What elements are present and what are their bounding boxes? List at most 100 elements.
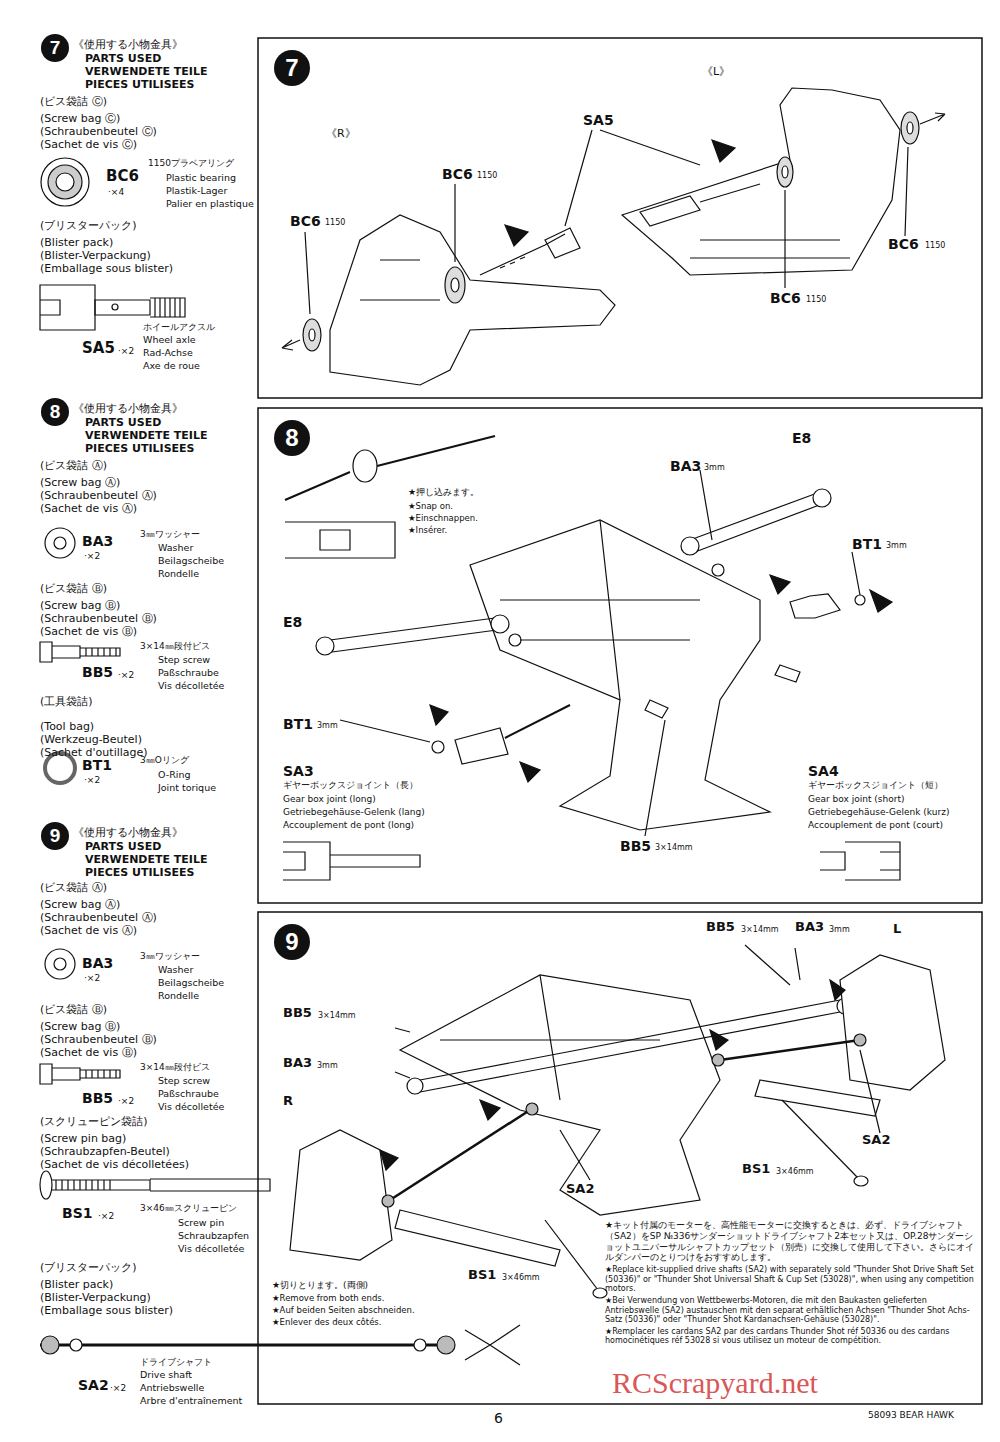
label-text: (Screw bag Ⓑ)	[40, 1021, 120, 1034]
part-code: L	[893, 922, 901, 937]
label-text: (Sachet de vis Ⓐ)	[40, 503, 137, 516]
note-text: ★Replace kit-supplied drive shafts (SA2)…	[605, 1265, 977, 1294]
part-code: BA3	[670, 458, 701, 474]
label-text: (ブリスターパック)	[40, 220, 137, 233]
part-code: BB5	[620, 838, 651, 854]
note-text: ★キット付属のモーターを、高性能モーターに交換するときは、必ず、ドライブシャフト…	[605, 1220, 977, 1263]
part-code: BB5	[82, 664, 113, 680]
step-number-text: 8	[50, 401, 61, 423]
label-text: 3mm	[317, 721, 338, 730]
label-text: ·×2	[84, 551, 100, 561]
label-text: (Sachet de vis Ⓑ)	[40, 1047, 137, 1060]
label-text: Getriebegehäuse-Gelenk (kurz)	[808, 807, 949, 817]
part-code: BA3	[82, 955, 113, 971]
part-code: VERWENDETE TEILE	[85, 430, 207, 443]
label-text: ·×2	[98, 1211, 114, 1221]
part-code: E8	[792, 430, 811, 446]
label-text: (Schraubenbeutel Ⓐ)	[40, 912, 157, 925]
label-text: (Screw bag Ⓑ)	[40, 600, 120, 613]
label-text: Beilagscheibe	[158, 556, 224, 567]
label-text: 3mm	[829, 925, 850, 934]
part-code: PARTS USED	[85, 417, 161, 430]
label-text: Screw pin	[178, 1218, 224, 1229]
part-code: PARTS USED	[85, 53, 161, 66]
label-text: (Sachet de vis décolletées)	[40, 1159, 189, 1172]
label-text: 3㎜Oリング	[140, 755, 189, 765]
label-text: ·×4	[108, 187, 124, 197]
label-text: 6	[494, 1410, 503, 1426]
label-text: Gear box joint (short)	[808, 794, 904, 804]
part-code: BC6	[442, 166, 473, 182]
label-text: ·×2	[84, 973, 100, 983]
label-text: 《使用する小物金具》	[73, 38, 183, 50]
label-text: (Schraubenbeutel Ⓐ)	[40, 490, 157, 503]
step-number-text: 9	[285, 928, 298, 956]
part-code: PIECES UTILISEES	[85, 443, 195, 456]
label-text: Palier en plastique	[166, 199, 254, 210]
part-code: BS1	[742, 1162, 770, 1177]
label-text: (ビス袋詰 Ⓑ)	[40, 583, 107, 596]
label-text: (Emballage sous blister)	[40, 1305, 173, 1318]
label-text: Axe de roue	[143, 361, 200, 372]
label-text: ★切りとります。(両側)	[272, 1280, 368, 1290]
label-text: O-Ring	[158, 770, 190, 781]
label-text: (Werkzeug-Beutel)	[40, 734, 142, 747]
part-code: BB5	[283, 1006, 312, 1021]
label-text: (Sachet de vis Ⓐ)	[40, 925, 137, 938]
label-text: 1150	[325, 218, 345, 227]
label-text: Step screw	[158, 1076, 210, 1087]
label-text: 3×14mm	[655, 843, 693, 852]
part-code: BB5	[706, 920, 735, 935]
label-text: Accouplement de pont (long)	[283, 820, 414, 830]
label-text: 3×14mm	[318, 1011, 356, 1020]
label-text: Plastik-Lager	[166, 186, 227, 197]
label-text: Washer	[158, 543, 193, 554]
label-text: Vis décolletée	[158, 681, 224, 692]
label-text: (Emballage sous blister)	[40, 263, 173, 276]
label-text: 《使用する小物金具》	[73, 826, 183, 838]
label-text: Joint torique	[158, 783, 216, 794]
label-text: 3×46mm	[776, 1167, 814, 1176]
label-text: ★Enlever des deux côtés.	[272, 1318, 382, 1328]
label-text: (Tool bag)	[40, 721, 94, 734]
label-text: (ビス袋詰 Ⓑ)	[40, 1004, 107, 1017]
part-code: VERWENDETE TEILE	[85, 66, 207, 79]
step-number: 8	[274, 420, 310, 456]
label-text: 3mm	[886, 541, 907, 550]
label-text: Plastic bearing	[166, 173, 236, 184]
label-text: 1150プラベアリング	[148, 158, 234, 168]
part-code: BS1	[468, 1268, 496, 1283]
label-text: ·×2	[118, 670, 134, 680]
label-text: ギヤーボックスジョイント（長）	[283, 780, 418, 790]
label-text: ★Einschnappen.	[408, 514, 478, 524]
label-text: (Screw bag Ⓐ)	[40, 477, 120, 490]
label-text: Paßschraube	[158, 1089, 219, 1100]
label-text: (工具袋詰)	[40, 696, 93, 709]
label-text: Rondelle	[158, 991, 199, 1002]
step-number-text: 7	[50, 37, 61, 59]
label-text: ·×2	[118, 1096, 134, 1106]
part-code: BC6	[888, 236, 919, 252]
label-text: Beilagscheibe	[158, 978, 224, 989]
part-code: R	[283, 1094, 293, 1109]
part-code: BS1	[62, 1205, 93, 1221]
part-code: E8	[283, 614, 302, 630]
label-text: (Schraubenbeutel Ⓑ)	[40, 1034, 157, 1047]
part-code: VERWENDETE TEILE	[85, 854, 207, 867]
label-text: ·×2	[118, 346, 134, 356]
part-code: SA3	[283, 763, 314, 779]
label-text: 3×46mm	[502, 1273, 540, 1282]
label-text: Rad-Achse	[143, 348, 193, 359]
label-text: 3×14㎜段付ビス	[140, 1062, 210, 1072]
label-text: 3mm	[704, 463, 725, 472]
label-text: (Blister pack)	[40, 237, 113, 250]
part-code: SA5	[583, 112, 614, 128]
label-text: ★Snap on.	[408, 502, 453, 512]
part-code: SA5	[82, 340, 115, 357]
label-text: 《L》	[702, 66, 730, 79]
label-text: (ビス袋詰 Ⓐ)	[40, 460, 107, 473]
part-code: SA2	[862, 1133, 890, 1148]
label-text: 3㎜ワッシャー	[140, 529, 200, 539]
label-text: ★押し込みます。	[408, 487, 479, 497]
label-text: Wheel axle	[143, 335, 196, 346]
